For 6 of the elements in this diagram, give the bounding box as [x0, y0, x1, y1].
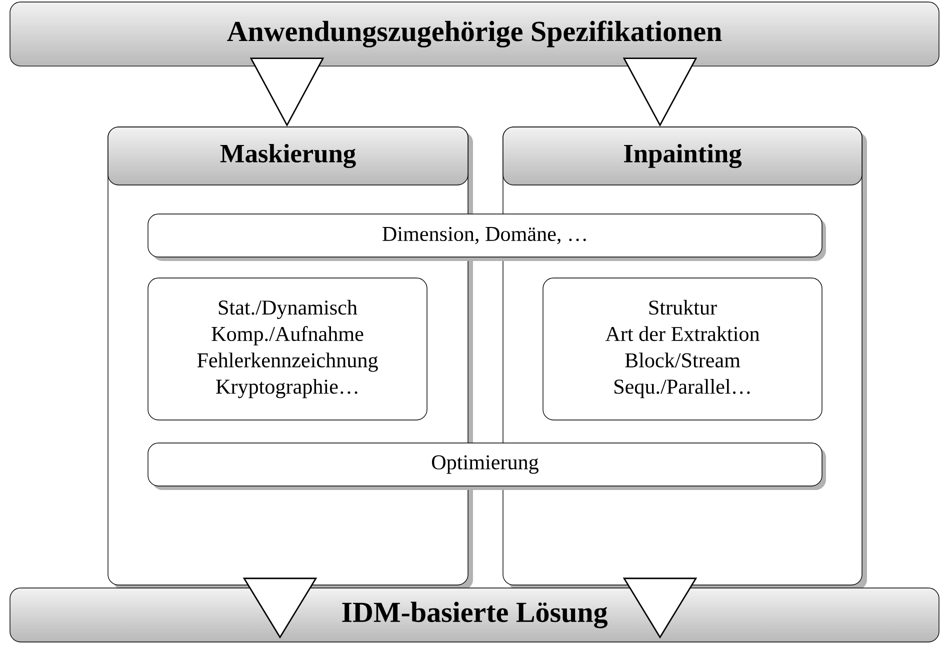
heading-band: IDM-basierte Lösung: [10, 588, 940, 642]
heading-band: Anwendungszugehörige Spezifikationen: [10, 2, 940, 66]
wide-box: Dimension, Domäne, …: [148, 214, 826, 261]
list-box: Struktur Art der Extraktion Block/Stream Sequ./Parallel…: [542, 278, 822, 420]
list-box: Stat./Dynamisch Komp./Aufnahme Fehlerkennzeichnung Kryptographie…: [148, 278, 428, 420]
wide-box: Optimierung: [148, 442, 826, 490]
